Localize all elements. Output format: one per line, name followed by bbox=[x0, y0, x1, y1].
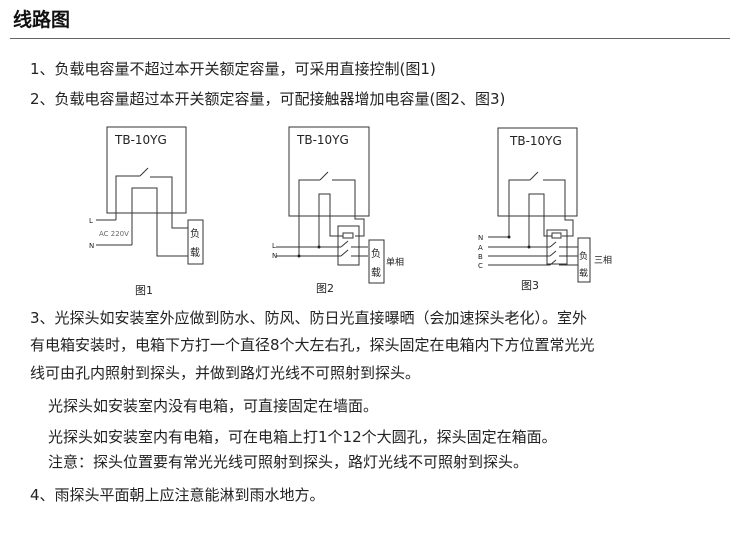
svg-text:AC 220V: AC 220V bbox=[99, 230, 129, 238]
svg-text:负: 负 bbox=[371, 247, 381, 260]
item-1: 1、负载电容量不超过本开关额定容量，可采用直接控制(图1) bbox=[30, 60, 436, 78]
svg-text:N: N bbox=[89, 242, 94, 250]
svg-text:图3: 图3 bbox=[521, 279, 539, 292]
svg-text:C: C bbox=[478, 262, 483, 270]
svg-text:载: 载 bbox=[579, 267, 588, 279]
svg-text:载: 载 bbox=[190, 247, 200, 259]
svg-text:载: 载 bbox=[371, 267, 381, 279]
svg-text:负: 负 bbox=[579, 250, 588, 262]
svg-text:三相: 三相 bbox=[594, 254, 612, 266]
svg-text:负: 负 bbox=[190, 227, 200, 240]
svg-text:TB-10YG: TB-10YG bbox=[509, 134, 562, 148]
svg-text:N: N bbox=[478, 234, 483, 242]
note-3: 注意：探头位置要有常光光线可照射到探头，路灯光线不可照射到探头。 bbox=[48, 453, 529, 471]
title-divider bbox=[10, 38, 730, 39]
item-3-line-1: 3、光探头如安装室外应做到防水、防风、防日光直接曝晒（会加速探头老化）。室外 bbox=[30, 309, 588, 327]
svg-text:图1: 图1 bbox=[135, 284, 153, 297]
svg-text:单相: 单相 bbox=[386, 256, 404, 268]
svg-text:N: N bbox=[272, 252, 277, 260]
svg-text:L: L bbox=[89, 217, 93, 225]
svg-text:TB-10YG: TB-10YG bbox=[296, 133, 349, 147]
page-title: 线路图 bbox=[13, 9, 71, 31]
svg-text:图2: 图2 bbox=[316, 282, 334, 295]
diagram-3: TB-10YG 负 载 三相 N A B C 图3 bbox=[478, 127, 612, 292]
svg-text:A: A bbox=[478, 244, 483, 252]
svg-text:TB-10YG: TB-10YG bbox=[114, 133, 167, 147]
diagram-1: TB-10YG 负 载 L N AC 220V 图1 bbox=[89, 126, 204, 297]
note-2: 光探头如安装室内有电箱，可在电箱上打1个12个大圆孔，探头固定在箱面。 bbox=[48, 428, 557, 446]
diagram-2: TB-10YG 负 载 单相 L N 图2 bbox=[272, 126, 404, 295]
svg-text:L: L bbox=[272, 242, 276, 250]
item-3-line-3: 线可由孔内照射到探头，并做到路灯光线不可照射到探头。 bbox=[30, 364, 421, 382]
item-4: 4、雨探头平面朝上应注意能淋到雨水地方。 bbox=[30, 486, 325, 504]
item-2: 2、负载电容量超过本开关额定容量，可配接触器增加电容量(图2、图3) bbox=[30, 90, 506, 108]
svg-text:B: B bbox=[478, 253, 483, 261]
wiring-diagrams: TB-10YG 负 载 L N AC 220V 图1 TB-10YG 负 载 单… bbox=[89, 126, 612, 297]
item-3-line-2: 有电箱安装时，电箱下方打一个直径8个大左右孔，探头固定在电箱内下方位置常光光 bbox=[30, 336, 595, 354]
note-1: 光探头如安装室内没有电箱，可直接固定在墙面。 bbox=[48, 397, 379, 415]
